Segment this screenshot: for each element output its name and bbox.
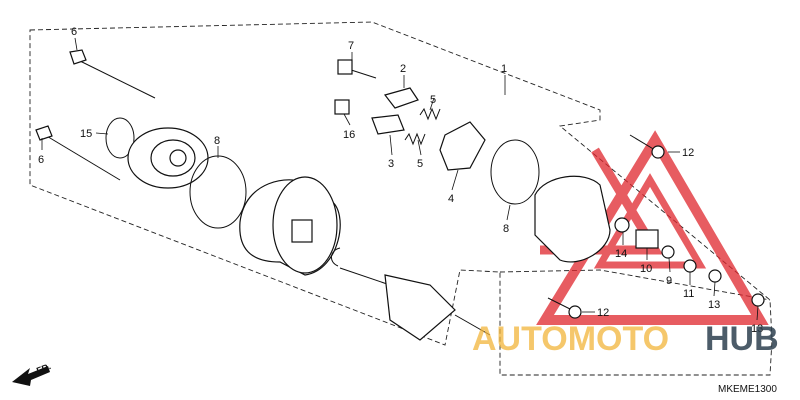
callouts: 6 6 15 8 1 7 2 16 3 5 5 4 8 12 12 14 10 …	[38, 26, 763, 335]
rear-cover	[127, 127, 209, 189]
brush-plate-4	[439, 121, 486, 171]
o-ring-14	[105, 117, 135, 159]
bolt-6-upper	[69, 49, 156, 99]
watermark-text-part2: HUB	[705, 320, 779, 358]
callout-11: 11	[683, 288, 694, 300]
callout-8-right: 8	[503, 223, 509, 235]
motor-case	[239, 176, 341, 276]
o-ring-8-left	[189, 155, 247, 229]
callout-6-upper: 6	[71, 26, 77, 38]
front-direction-indicator: FR.	[12, 361, 52, 386]
callout-13-lower: 13	[751, 323, 763, 335]
o-ring-15	[614, 217, 630, 233]
callout-4: 4	[448, 193, 454, 205]
diagram-code: MKEME1300	[718, 384, 777, 395]
bolt-12-lower	[547, 297, 582, 319]
armature	[339, 267, 491, 341]
callout-12-lower: 12	[597, 307, 609, 319]
nut-13-lower	[751, 293, 765, 307]
front-direction-label: FR.	[35, 361, 52, 376]
leader-lines	[41, 37, 759, 321]
screw-16	[334, 99, 350, 115]
washer-9	[661, 245, 675, 259]
callout-8-left: 8	[214, 135, 220, 147]
callout-10: 10	[640, 263, 652, 275]
spring-5-upper	[419, 107, 441, 121]
bolt-12-upper	[629, 134, 665, 159]
callout-9: 9	[666, 275, 672, 287]
callout-14: 15	[80, 128, 92, 140]
o-ring-8-right	[490, 139, 540, 205]
bolt-6-lower	[35, 125, 121, 181]
spring-5-lower	[404, 132, 426, 146]
callout-3: 3	[388, 158, 394, 170]
callout-2: 2	[400, 63, 406, 75]
nut-13-upper	[708, 269, 722, 283]
callout-7: 7	[348, 40, 354, 52]
callout-5-lower: 5	[417, 158, 423, 170]
callout-15: 14	[615, 248, 627, 260]
assembly-outline	[29, 21, 773, 376]
brush-holder-2	[383, 87, 419, 109]
watermark-text-part1: AUTOMOTO	[472, 320, 669, 358]
front-arrow-icon	[12, 366, 50, 386]
screw-7	[337, 59, 377, 79]
front-bracket	[534, 175, 611, 263]
gear-10	[635, 229, 659, 249]
callout-1: 1	[501, 63, 507, 75]
callout-6-lower: 6	[38, 154, 44, 166]
washer-11	[683, 259, 697, 273]
callout-16: 16	[343, 129, 355, 141]
circlip	[331, 247, 341, 267]
callout-12-upper: 12	[682, 147, 694, 159]
callout-5-upper: 5	[430, 94, 436, 106]
watermark-text: AUTOMOTO HUB	[472, 320, 779, 358]
callout-13-upper: 13	[708, 299, 720, 311]
brush-3	[371, 114, 405, 135]
